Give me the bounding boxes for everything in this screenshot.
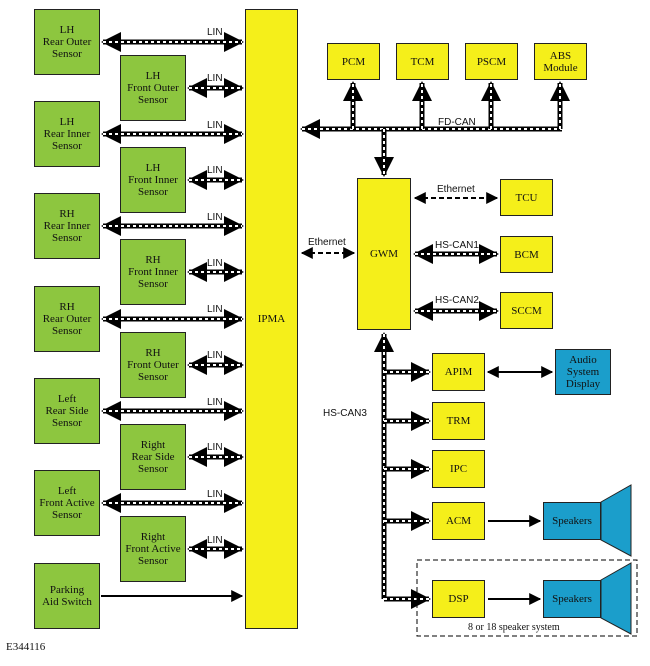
lh-rear-inner-sensor: LH Rear Inner Sensor	[34, 101, 100, 167]
rh-front-inner-sensor-label: RH Front Inner Sensor	[128, 254, 178, 290]
lh-rear-inner-sensor-label: LH Rear Inner Sensor	[43, 116, 91, 152]
speaker-system-enclosure	[416, 559, 638, 637]
pcm-module: PCM	[327, 43, 380, 80]
rh-rear-outer-sensor: RH Rear Outer Sensor	[34, 286, 100, 352]
lh-front-outer-sensor: LH Front Outer Sensor	[120, 55, 186, 121]
rh-rear-inner-sensor: RH Rear Inner Sensor	[34, 193, 100, 259]
ipma-module: IPMA	[245, 9, 298, 629]
ethernet-label-tcu: Ethernet	[437, 184, 475, 195]
gwm-module: GWM	[357, 178, 411, 330]
parking-aid-switch: Parking Aid Switch	[34, 563, 100, 629]
lh-front-inner-sensor-label: LH Front Inner Sensor	[128, 162, 178, 198]
lh-rear-outer-sensor: LH Rear Outer Sensor	[34, 9, 100, 75]
lin-label-12: LIN	[207, 535, 223, 546]
rh-rear-outer-sensor-label: RH Rear Outer Sensor	[42, 301, 92, 337]
pscm-label: PSCM	[476, 55, 507, 68]
rh-rear-inner-sensor-label: RH Rear Inner Sensor	[43, 208, 91, 244]
parking-aid-switch-label: Parking Aid Switch	[42, 584, 92, 608]
right-front-active-sensor: Right Front Active Sensor	[120, 516, 186, 582]
speaker-system-note: 8 or 18 speaker system	[468, 622, 560, 633]
lin-label-11: LIN	[207, 489, 223, 500]
bcm-label: BCM	[514, 248, 539, 261]
abs-module-label: ABS Module	[543, 49, 578, 74]
left-rear-side-sensor-label: Left Rear Side Sensor	[45, 393, 89, 429]
tcu-module: TCU	[500, 179, 553, 216]
lin-label-1: LIN	[207, 27, 223, 38]
right-rear-side-sensor: Right Rear Side Sensor	[120, 424, 186, 490]
sccm-module: SCCM	[500, 292, 553, 329]
hscan1-label: HS-CAN1	[435, 240, 479, 251]
trm-module: TRM	[432, 402, 485, 440]
wires	[101, 32, 638, 637]
trm-label: TRM	[446, 415, 471, 427]
lin-label-9: LIN	[207, 397, 223, 408]
rh-front-outer-sensor: RH Front Outer Sensor	[120, 332, 186, 398]
speakers-acm-label: Speakers	[552, 515, 592, 527]
lh-rear-outer-sensor-label: LH Rear Outer Sensor	[42, 24, 92, 60]
apim-module: APIM	[432, 353, 485, 391]
lin-label-5: LIN	[207, 212, 223, 223]
pscm-module: PSCM	[465, 43, 518, 80]
apim-label: APIM	[444, 366, 473, 378]
lh-front-inner-sensor: LH Front Inner Sensor	[120, 147, 186, 213]
acm-module: ACM	[432, 502, 485, 540]
left-front-active-sensor-label: Left Front Active Sensor	[39, 485, 95, 521]
speaker-cone-dsp-icon	[600, 562, 632, 635]
speakers-acm: Speakers	[543, 502, 601, 540]
figure-code: E344116	[6, 641, 46, 653]
gwm-label: GWM	[369, 248, 399, 260]
bcm-module: BCM	[500, 236, 553, 273]
left-front-active-sensor: Left Front Active Sensor	[34, 470, 100, 536]
audio-system-display: Audio System Display	[555, 349, 611, 395]
rh-front-inner-sensor: RH Front Inner Sensor	[120, 239, 186, 305]
lin-label-7: LIN	[207, 304, 223, 315]
lin-label-6: LIN	[207, 258, 223, 269]
lin-label-10: LIN	[207, 442, 223, 453]
tcu-label: TCU	[515, 191, 538, 204]
tcm-module: TCM	[396, 43, 449, 80]
lin-label-4: LIN	[207, 165, 223, 176]
rh-front-outer-sensor-label: RH Front Outer Sensor	[127, 347, 179, 383]
lin-label-3: LIN	[207, 120, 223, 131]
ipma-label: IPMA	[257, 313, 286, 325]
speakers-dsp-label: Speakers	[552, 593, 592, 605]
speaker-cone-acm-icon	[600, 484, 632, 557]
ethernet-label-ipma: Ethernet	[308, 237, 346, 248]
lh-front-outer-sensor-label: LH Front Outer Sensor	[127, 70, 179, 106]
lin-label-2: LIN	[207, 73, 223, 84]
right-rear-side-sensor-label: Right Rear Side Sensor	[131, 439, 175, 475]
dsp-module: DSP	[432, 580, 485, 618]
audio-system-display-label: Audio System Display	[565, 354, 601, 390]
left-rear-side-sensor: Left Rear Side Sensor	[34, 378, 100, 444]
acm-label: ACM	[445, 515, 472, 527]
right-front-active-sensor-label: Right Front Active Sensor	[125, 531, 181, 567]
speaker-shapes	[600, 484, 632, 635]
fdcan-label: FD-CAN	[438, 117, 476, 128]
abs-module: ABS Module	[534, 43, 587, 80]
pcm-label: PCM	[341, 55, 366, 68]
lin-label-8: LIN	[207, 350, 223, 361]
hscan2-label: HS-CAN2	[435, 295, 479, 306]
ipc-module: IPC	[432, 450, 485, 488]
tcm-label: TCM	[410, 55, 435, 68]
dsp-label: DSP	[448, 593, 469, 605]
sccm-label: SCCM	[511, 304, 542, 317]
ipc-label: IPC	[449, 463, 468, 475]
hscan3-label: HS-CAN3	[323, 408, 367, 419]
speakers-dsp: Speakers	[543, 580, 601, 618]
